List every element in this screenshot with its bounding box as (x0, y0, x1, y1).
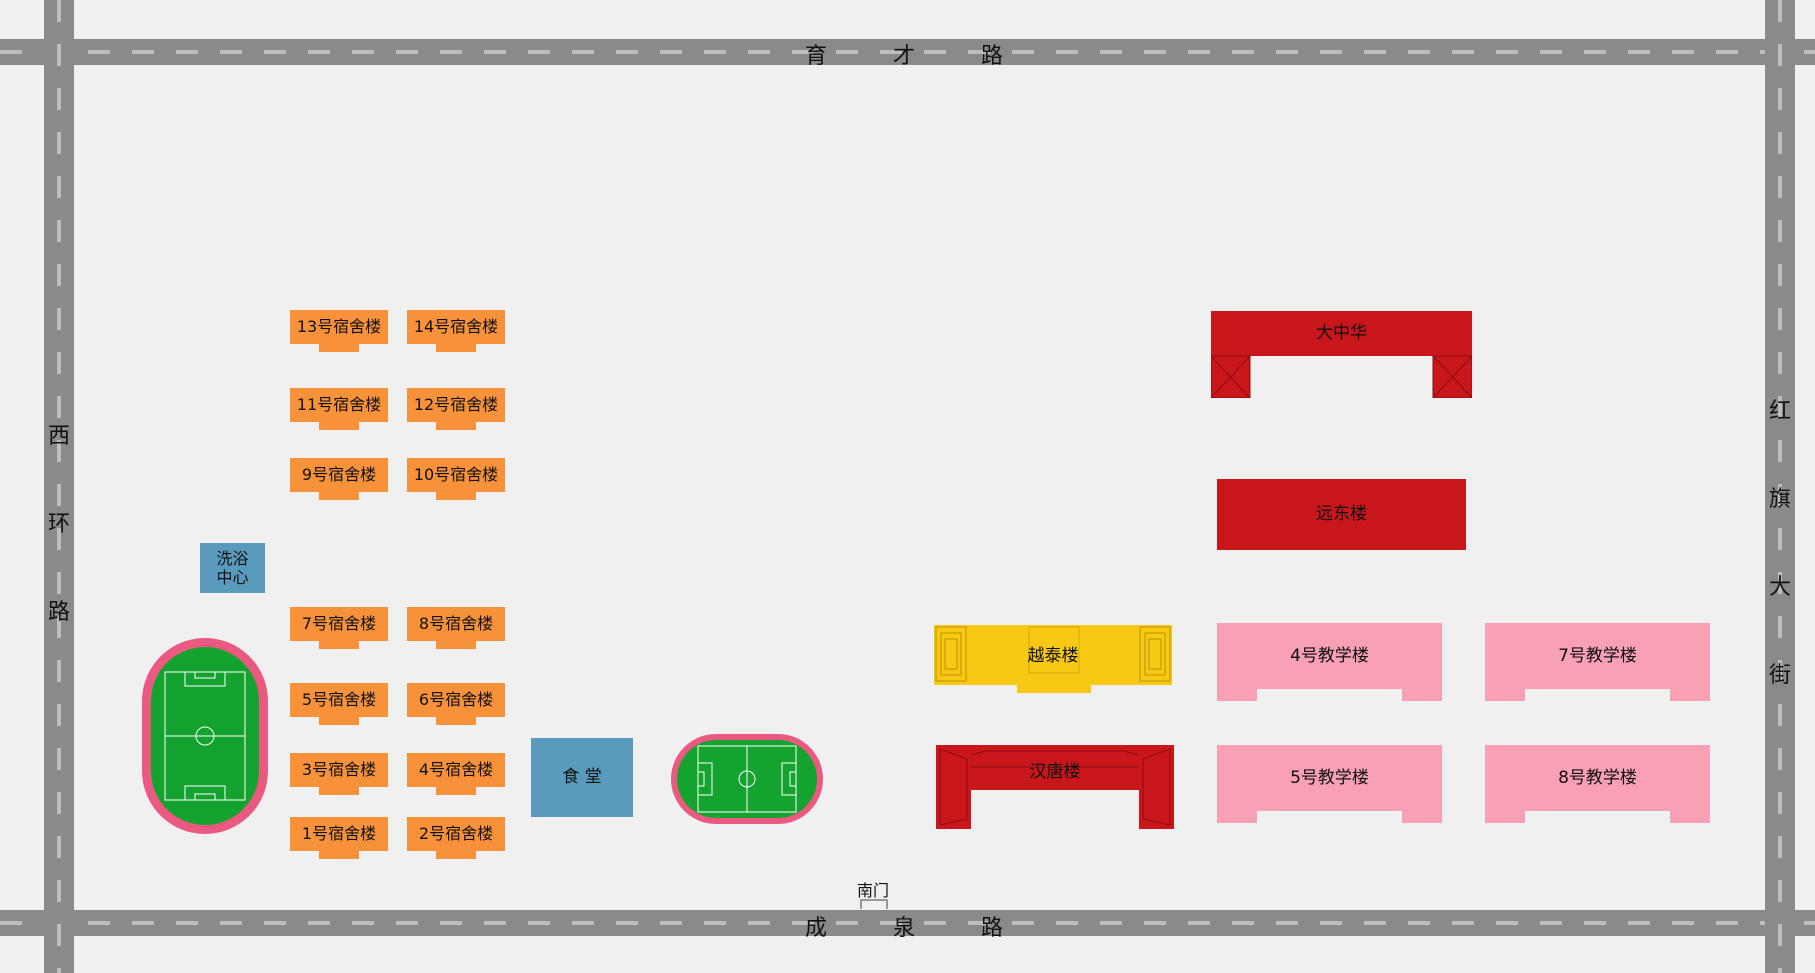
dorm-label: 12号宿舍楼 (413, 395, 499, 414)
hantang-label: 汉唐楼 (1029, 762, 1081, 782)
dorm-12[interactable]: 12号宿舍楼 (407, 388, 505, 434)
teaching-building-7[interactable]: 7号教学楼 (1485, 623, 1710, 701)
east-road-char: 旗 (1768, 487, 1791, 512)
teaching-building-label: 7号教学楼 (1558, 646, 1637, 666)
bath-center-label: 洗浴 中心 (200, 549, 265, 587)
yuandong-label: 远东楼 (1316, 504, 1367, 524)
dorm-5[interactable]: 5号宿舍楼 (290, 683, 388, 729)
east-road-label: 红 旗 大 街 (1765, 393, 1795, 745)
dazhonghua-building[interactable]: 大中华 (1211, 311, 1472, 398)
dorm-label: 4号宿舍楼 (418, 760, 494, 779)
south-road-char: 泉 (893, 916, 916, 941)
dorm-6[interactable]: 6号宿舍楼 (407, 683, 505, 729)
dazhonghua-label: 大中华 (1316, 323, 1367, 343)
west-road-char: 路 (47, 600, 70, 625)
teaching-building-8[interactable]: 8号教学楼 (1485, 745, 1710, 823)
north-road-char: 才 (893, 44, 916, 69)
dorm-10[interactable]: 10号宿舍楼 (407, 458, 505, 504)
yuetai-building[interactable]: 越泰楼 (934, 625, 1172, 695)
bath-center-line: 洗浴 (216, 549, 249, 568)
teaching-building-5[interactable]: 5号教学楼 (1217, 745, 1442, 823)
dorm-label: 13号宿舍楼 (296, 317, 382, 336)
north-road-char: 育 (805, 44, 828, 69)
dorm-label: 11号宿舍楼 (296, 395, 382, 414)
west-road-label: 西 环 路 (44, 418, 74, 682)
east-road (1765, 0, 1795, 973)
yuetai-shape (934, 625, 1172, 693)
dorm-11[interactable]: 11号宿舍楼 (290, 388, 388, 434)
dorm-13[interactable]: 13号宿舍楼 (290, 310, 388, 356)
west-road (44, 0, 74, 973)
north-road (0, 39, 1815, 65)
dorm-3[interactable]: 3号宿舍楼 (290, 753, 388, 799)
west-road-char: 西 (47, 424, 70, 449)
teaching-building-label: 8号教学楼 (1558, 768, 1637, 788)
west-road-char: 环 (47, 512, 70, 537)
east-road-char: 红 (1768, 399, 1791, 424)
yuetai-label: 越泰楼 (1027, 646, 1079, 666)
hantang-building[interactable]: 汉唐楼 (936, 745, 1174, 829)
dorm-14[interactable]: 14号宿舍楼 (407, 310, 505, 356)
teaching-building-label: 5号教学楼 (1290, 768, 1369, 788)
dorm-9[interactable]: 9号宿舍楼 (290, 458, 388, 504)
center-sports-field[interactable] (671, 734, 823, 824)
dorm-label: 6号宿舍楼 (418, 690, 494, 709)
south-road-char: 路 (981, 916, 1004, 941)
dazhonghua-shape (1211, 311, 1472, 398)
dorm-label: 2号宿舍楼 (418, 824, 494, 843)
dorm-label: 1号宿舍楼 (301, 824, 377, 843)
east-road-char: 大 (1768, 575, 1791, 600)
bath-center-line: 中心 (216, 568, 249, 587)
dorm-label: 8号宿舍楼 (418, 614, 494, 633)
dorm-label: 7号宿舍楼 (301, 614, 377, 633)
dorm-4[interactable]: 4号宿舍楼 (407, 753, 505, 799)
dorm-7[interactable]: 7号宿舍楼 (290, 607, 388, 653)
south-road-char: 成 (805, 916, 828, 941)
bath-center[interactable]: 洗浴 中心 (200, 543, 265, 593)
teaching-building-4[interactable]: 4号教学楼 (1217, 623, 1442, 701)
south-gate-label: 南门 (856, 881, 889, 900)
east-road-char: 街 (1768, 663, 1791, 688)
teaching-building-label: 4号教学楼 (1290, 646, 1369, 666)
hantang-shape (936, 745, 1174, 829)
west-sports-field[interactable] (142, 638, 268, 834)
yuandong-building[interactable]: 远东楼 (1217, 479, 1466, 550)
canteen[interactable]: 食 堂 (531, 738, 633, 817)
south-gate[interactable] (860, 899, 888, 909)
dorm-2[interactable]: 2号宿舍楼 (407, 817, 505, 863)
dorm-label: 3号宿舍楼 (301, 760, 377, 779)
canteen-label: 食 堂 (562, 767, 602, 787)
south-road (0, 910, 1815, 936)
dorm-label: 10号宿舍楼 (413, 465, 499, 484)
dorm-1[interactable]: 1号宿舍楼 (290, 817, 388, 863)
dorm-8[interactable]: 8号宿舍楼 (407, 607, 505, 653)
dorm-label: 5号宿舍楼 (301, 690, 377, 709)
dorm-label: 9号宿舍楼 (301, 465, 377, 484)
north-road-char: 路 (981, 44, 1004, 69)
dorm-label: 14号宿舍楼 (413, 317, 499, 336)
